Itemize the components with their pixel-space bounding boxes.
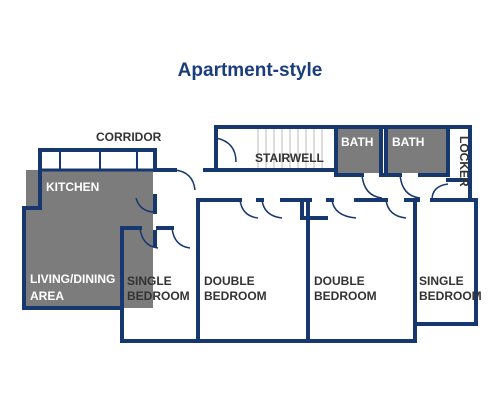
- double-left-line2: BEDROOM: [204, 289, 267, 303]
- bath-right-shade: [386, 129, 446, 173]
- double-right-line2: BEDROOM: [314, 289, 377, 303]
- bath-right-label: BATH: [392, 135, 424, 149]
- double-left-line1: DOUBLE: [204, 274, 255, 288]
- double-right-line1: DOUBLE: [314, 274, 365, 288]
- door-swings: [135, 137, 449, 249]
- single-right-line1: SINGLE: [419, 274, 464, 288]
- bath-left-label: BATH: [341, 135, 373, 149]
- bath-left-shade: [336, 129, 379, 173]
- corridor-label: CORRIDOR: [96, 130, 162, 144]
- page-title: Apartment-style: [177, 60, 323, 81]
- stairwell-label: STAIRWELL: [255, 151, 324, 165]
- walls: [22, 125, 478, 343]
- living-label-line2: AREA: [30, 289, 64, 303]
- single-left-line1: SINGLE: [127, 274, 172, 288]
- kitchen-label: KITCHEN: [46, 180, 99, 194]
- stair-treads: [257, 129, 323, 170]
- kitchen-living-shade: [26, 170, 153, 308]
- single-right-line2: BEDROOM: [419, 289, 482, 303]
- single-left-line2: BEDROOM: [127, 289, 190, 303]
- locker-label: LOCKER: [457, 136, 471, 187]
- living-label-line1: LIVING/DINING: [30, 272, 115, 286]
